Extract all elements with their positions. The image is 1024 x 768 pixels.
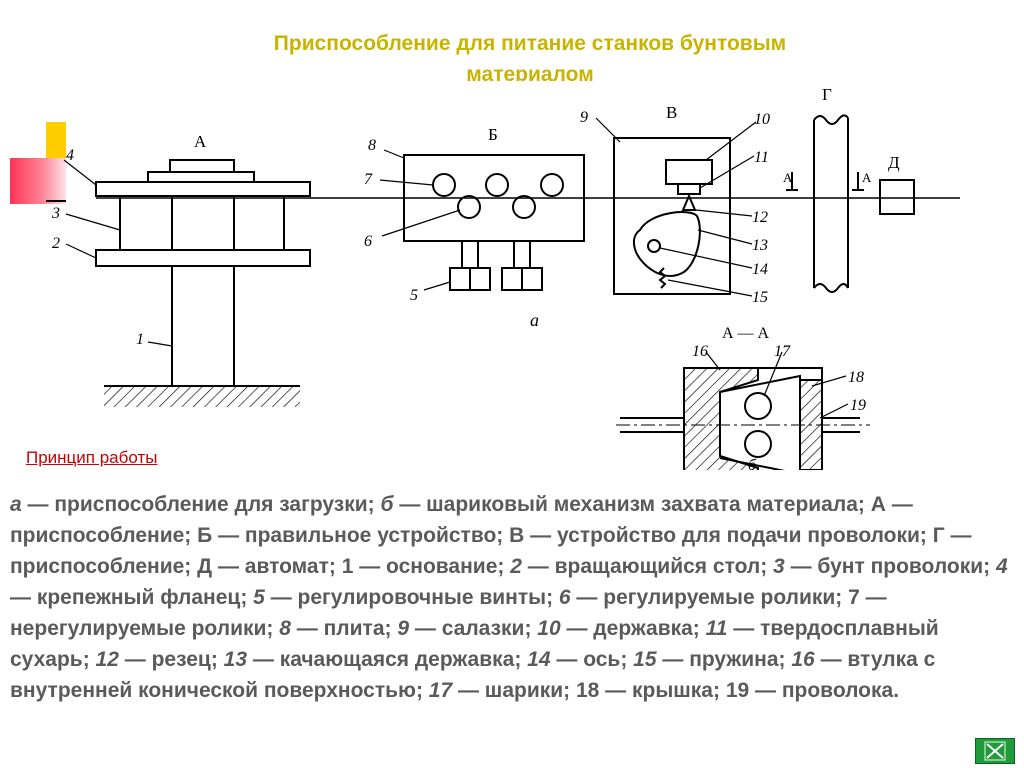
legend-text: — державка; — [560, 617, 706, 640]
label-n9: 9 — [580, 109, 588, 126]
label-n14: 14 — [752, 261, 768, 278]
legend-key: 9 — [397, 617, 410, 640]
return-button[interactable] — [975, 738, 1015, 764]
label-n12: 12 — [752, 209, 768, 226]
legend-key: 16 — [791, 648, 815, 671]
label-n8: 8 — [368, 137, 376, 154]
label-n15: 15 — [752, 289, 768, 306]
label-n4: 4 — [66, 147, 74, 164]
legend-key: 10 — [537, 617, 561, 640]
label-n7: 7 — [364, 171, 373, 188]
legend-key: А — [870, 493, 886, 516]
label-g: Г — [822, 85, 832, 104]
legend-text: — основание; — [353, 555, 511, 578]
label-n6: 6 — [364, 233, 372, 250]
principle-link[interactable]: Принцип работы — [26, 448, 158, 467]
title-line-1: Приспособление для питание станков бунто… — [273, 32, 787, 55]
legend-text: — бунт проволоки; — [784, 555, 996, 578]
legend-key: Б — [197, 524, 213, 547]
legend-text: — устройство для подачи проволоки; — [524, 524, 933, 547]
legend-text: — втулка с внутренней конической поверхн… — [10, 648, 936, 702]
label-n18: 18 — [848, 369, 864, 386]
label-n11: 11 — [754, 149, 769, 166]
legend-text: — крышка; — [599, 679, 726, 702]
label-n16: 16 — [692, 343, 708, 360]
legend-key: 12 — [95, 648, 119, 671]
label-b: Б — [488, 125, 498, 144]
legend-key: 11 — [705, 617, 728, 640]
legend-text: — приспособление для загрузки; — [21, 493, 381, 516]
label-n13: 13 — [752, 237, 768, 254]
legend-key: 18 — [575, 679, 600, 702]
legend-text: — ось; — [550, 648, 634, 671]
legend-text: — плита; — [290, 617, 398, 640]
legend-text: — пружина; — [656, 648, 792, 671]
legend-paragraph: а — приспособление для загрузки; б — шар… — [10, 489, 1014, 706]
fixture-g-drawing — [786, 114, 864, 293]
legend-text: — правильное устройство; — [212, 524, 510, 547]
label-n17: 17 — [774, 343, 791, 360]
wire-feed-device-drawing — [613, 137, 731, 295]
label-n10: 10 — [754, 111, 770, 128]
legend-text: — резец; — [118, 648, 224, 671]
legend-key: 2 — [510, 555, 522, 578]
label-section: А — А — [722, 325, 770, 342]
label-n2: 2 — [52, 235, 60, 252]
label-n3: 3 — [51, 205, 60, 222]
legend-key: 7 — [848, 586, 860, 609]
legend-key: 19 — [725, 679, 750, 702]
legend-text: — регулировочные винты; — [264, 586, 559, 609]
label-a: А — [194, 132, 207, 151]
legend-key: 6 — [558, 586, 571, 609]
legend-key: Г — [932, 524, 945, 547]
legend-key: 14 — [527, 648, 551, 671]
legend-text: — крепежный фланец; — [10, 586, 254, 609]
legend-text: — твердосплавный сухарь; — [10, 617, 939, 671]
legend-key: 8 — [279, 617, 291, 640]
slide-title: Приспособление для питание станков бунто… — [130, 28, 930, 81]
legend-key: 3 — [773, 555, 785, 578]
legend-text: — вращающийся стол; — [521, 555, 774, 578]
legend-key: В — [509, 524, 525, 547]
legend-key: 4 — [996, 555, 1008, 578]
legend-text: — приспособление; — [10, 493, 913, 547]
red-accent-bar — [10, 158, 66, 204]
label-sub-a: а — [530, 310, 539, 330]
cut-label-left: А — [783, 170, 793, 185]
accent-line — [46, 200, 66, 202]
label-n1: 1 — [136, 331, 144, 348]
legend-text: — регулируемые ролики; — [570, 586, 849, 609]
label-v: В — [666, 103, 677, 122]
legend-key: Д — [197, 555, 213, 578]
legend-text: — приспособление; — [10, 524, 972, 578]
legend-key: 13 — [223, 648, 248, 671]
fixture-a-drawing — [95, 159, 311, 407]
legend-text: — шарики; — [452, 679, 576, 702]
label-d: Д — [888, 153, 900, 172]
cut-label-right: А — [862, 170, 872, 185]
legend-text: — автомат; — [212, 555, 342, 578]
legend-text: — нерегулируемые ролики; — [10, 586, 887, 640]
return-arrow-icon — [984, 741, 1006, 761]
legend-text: — качающаяся державка; — [247, 648, 528, 671]
legend-key: 1 — [341, 555, 354, 578]
legend-key: б — [380, 493, 394, 516]
technical-drawing: А Б В Г Д А А а А — А 4 3 2 1 8 7 6 5 9 … — [51, 85, 960, 470]
straightening-device-drawing — [403, 154, 585, 291]
legend-key: 5 — [253, 586, 265, 609]
section-view-drawing — [616, 367, 870, 470]
legend-key: а — [10, 493, 22, 516]
legend-text: — салазки; — [409, 617, 538, 640]
label-n5: 5 — [410, 287, 418, 304]
label-sub-b: б — [748, 457, 757, 470]
label-n19: 19 — [850, 397, 866, 414]
title-line-2: материалом — [466, 63, 594, 81]
legend-key: 17 — [428, 679, 453, 702]
legend-key: 15 — [633, 648, 657, 671]
legend-text: — шариковый механизм захвата материала; — [393, 493, 871, 516]
automat-drawing — [879, 179, 915, 215]
legend-text: — проволока. — [749, 679, 900, 702]
